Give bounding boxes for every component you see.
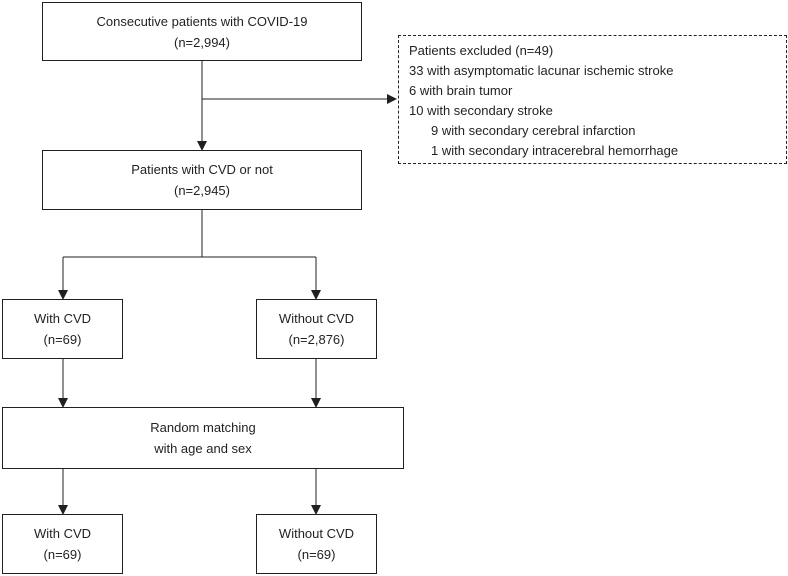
cvd-or-not-label: Patients with CVD or not: [131, 162, 273, 177]
with-cvd-label: With CVD: [33, 311, 92, 326]
start-label: Consecutive patients with COVID-19: [96, 13, 308, 29]
matching-box: Random matching with age and sex: [2, 407, 404, 469]
excluded-title: Patients excluded (n=49): [409, 43, 554, 58]
excluded-item: 10 with secondary stroke: [409, 103, 553, 118]
without-cvd-count: (n=2,876): [288, 332, 345, 347]
with-cvd-count: (n=69): [43, 332, 82, 347]
with-cvd-box: With CVD (n=69): [2, 299, 123, 359]
matching-criteria: with age and sex: [154, 441, 252, 456]
with-cvd-matched-count: (n=69): [43, 547, 82, 562]
start-box: Consecutive patients with COVID-19 (n=2,…: [42, 2, 362, 61]
excluded-item: 33 with asymptomatic lacunar ischemic st…: [409, 63, 674, 78]
excluded-box: Patients excluded (n=49) 33 with asympto…: [398, 35, 787, 164]
with-cvd-matched-box: With CVD (n=69): [2, 514, 123, 574]
without-cvd-matched-count: (n=69): [297, 547, 336, 562]
excluded-subitem: 1 with secondary intracerebral hemorrhag…: [431, 143, 679, 158]
start-count: (n=2,994): [173, 34, 230, 50]
without-cvd-box: Without CVD (n=2,876): [256, 299, 377, 359]
excluded-item: 6 with brain tumor: [409, 83, 513, 98]
without-cvd-matched-box: Without CVD (n=69): [256, 514, 377, 574]
cvd-or-not-box: Patients with CVD or not (n=2,945): [42, 150, 362, 210]
matching-label: Random matching: [150, 420, 256, 435]
excluded-subitem: 9 with secondary cerebral infarction: [431, 123, 636, 138]
without-cvd-matched-label: Without CVD: [278, 526, 355, 541]
cvd-or-not-count: (n=2,945): [173, 183, 230, 198]
without-cvd-label: Without CVD: [278, 311, 355, 326]
with-cvd-matched-label: With CVD: [33, 526, 92, 541]
